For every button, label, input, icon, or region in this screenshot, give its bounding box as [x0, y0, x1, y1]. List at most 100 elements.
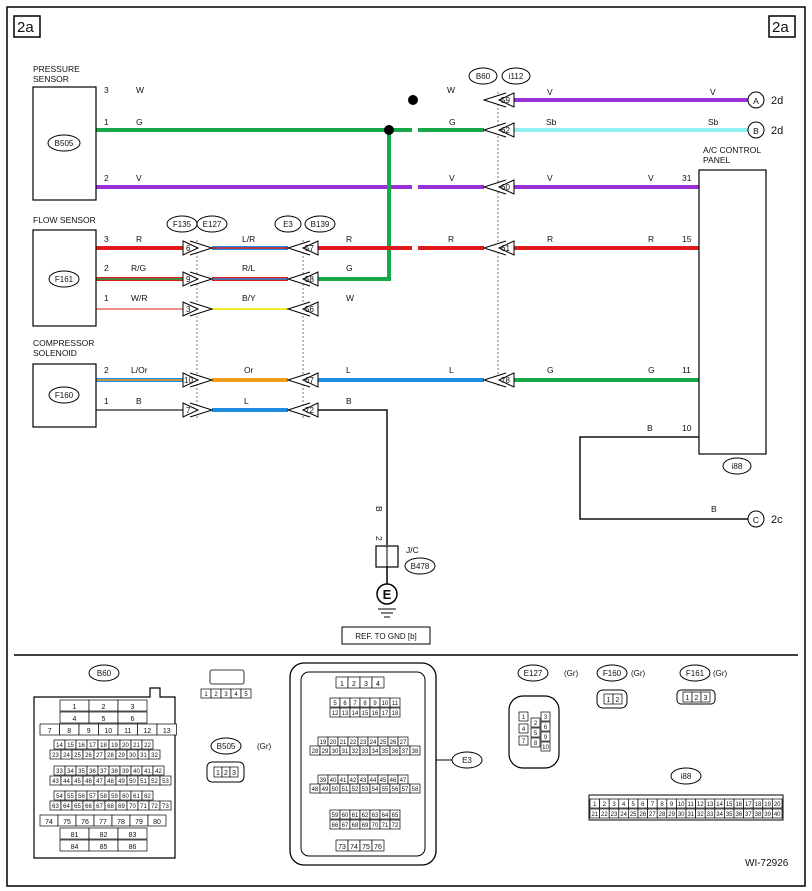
pin: 61: [501, 244, 510, 253]
pin-number: 12: [332, 711, 339, 717]
pin-number: 57: [402, 787, 409, 793]
pin-cell: [518, 735, 529, 746]
pin-number: 27: [400, 740, 407, 746]
pin-number: 60: [122, 794, 129, 800]
wire-pin: 3: [104, 234, 109, 244]
offpage-b: B 2d: [747, 121, 783, 139]
figure-id: WI-72926: [745, 858, 789, 869]
pin-number: 1: [607, 697, 611, 704]
wire-color: G: [648, 365, 655, 375]
pin-number: 47: [400, 778, 407, 784]
pin-number: 35: [726, 812, 733, 818]
conn-e127: E127: [203, 220, 222, 229]
pin-number: 21: [591, 812, 598, 818]
pressure-sensor-title2: SENSOR: [33, 74, 69, 84]
pin-number: 1: [340, 681, 344, 688]
conn-f135: F135: [173, 220, 192, 229]
pin-number: 32: [352, 749, 359, 755]
pin-number: 7: [353, 701, 357, 707]
pin-number: 56: [78, 794, 85, 800]
pin-number: 53: [362, 787, 369, 793]
wire-color: L: [244, 396, 249, 406]
pin-number: 4: [622, 802, 626, 808]
offpage-b-ref: 2d: [771, 125, 783, 137]
pin-number: 52: [151, 779, 158, 785]
pin-number: 23: [611, 812, 618, 818]
wire-pin: 11: [682, 365, 691, 375]
pin-number: 17: [89, 743, 96, 749]
pin-number: 15: [362, 711, 369, 717]
pin-cell: [229, 766, 239, 778]
pin-cell: [117, 827, 148, 840]
pin-number: 37: [745, 812, 752, 818]
pin-number: 4: [522, 727, 526, 733]
pin-number: 24: [620, 812, 627, 818]
pin-cell: [700, 691, 711, 703]
pin-number: 53: [162, 779, 169, 785]
ac-panel-code: i88: [732, 462, 743, 471]
pin-number: 49: [118, 779, 125, 785]
connector-arrows: [182, 92, 515, 418]
pin-number: 33: [362, 749, 369, 755]
pin-number: 39: [320, 778, 327, 784]
wire-color: W: [447, 85, 455, 95]
pin-number: 40: [774, 812, 781, 818]
pin-number: 43: [52, 779, 59, 785]
pin-number: 9: [544, 735, 548, 741]
pin-number: 31: [687, 812, 694, 818]
pin: 67: [305, 376, 314, 385]
pin-number: 85: [100, 844, 108, 851]
pin-number: 77: [99, 819, 107, 826]
pin-number: 31: [140, 753, 147, 759]
b478-oval: [209, 669, 245, 685]
pin-number: 70: [129, 804, 136, 810]
pin-number: 20: [330, 740, 337, 746]
f161-oval: [679, 664, 711, 682]
pin-number: 16: [372, 711, 379, 717]
b505-label: B505: [217, 742, 236, 751]
pin-cell: [389, 707, 401, 718]
pin-number: 38: [412, 749, 419, 755]
pin-number: 73: [338, 844, 346, 851]
pin-number: 12: [143, 728, 151, 735]
pin: 6: [186, 244, 191, 253]
pin-number: 37: [100, 769, 107, 775]
pin-number: 2: [102, 704, 106, 711]
pin-number: 25: [74, 753, 81, 759]
pin-number: 43: [360, 778, 367, 784]
pin-number: 10: [542, 745, 549, 751]
pin-number: 26: [639, 812, 646, 818]
pin-number: 40: [133, 769, 140, 775]
pin-number: 82: [100, 832, 108, 839]
pin-number: 10: [104, 728, 112, 735]
pin-number: 47: [96, 779, 103, 785]
pressure-sensor: PRESSURE SENSOR B505: [32, 64, 97, 201]
wire-color: V: [449, 173, 455, 183]
offpage-a-ref: 2d: [771, 95, 783, 107]
pressure-sensor-code: B505: [55, 139, 74, 148]
pin-number: 49: [322, 787, 329, 793]
pin-number: 30: [129, 753, 136, 759]
pin-number: 9: [670, 802, 674, 808]
pin-cell: [147, 814, 167, 827]
pin: 59: [501, 96, 510, 105]
wires: [96, 92, 748, 545]
pin-number: 28: [659, 812, 666, 818]
pin-number: 36: [89, 769, 96, 775]
f161-label: F161: [686, 669, 705, 678]
wire-labels: 3 W W 1 G G Sb Sb V V 2 V V V V 31 3 R L…: [104, 85, 719, 541]
pin-number: 30: [332, 749, 339, 755]
pin: 9: [186, 275, 191, 284]
pin-number: 28: [312, 749, 319, 755]
pin-number: 69: [118, 804, 125, 810]
pin-number: 59: [111, 794, 118, 800]
pin-number: 71: [140, 804, 147, 810]
compressor-title2: SOLENOID: [33, 348, 77, 358]
splice-dot: [408, 95, 418, 105]
compressor-solenoid: COMPRESSOR SOLENOID F160: [32, 338, 97, 428]
pin-cell: [540, 711, 551, 722]
pin-cell: [612, 693, 623, 705]
wire-color: R: [547, 234, 553, 244]
pin-number: 74: [350, 844, 358, 851]
pin-number: 16: [78, 743, 85, 749]
